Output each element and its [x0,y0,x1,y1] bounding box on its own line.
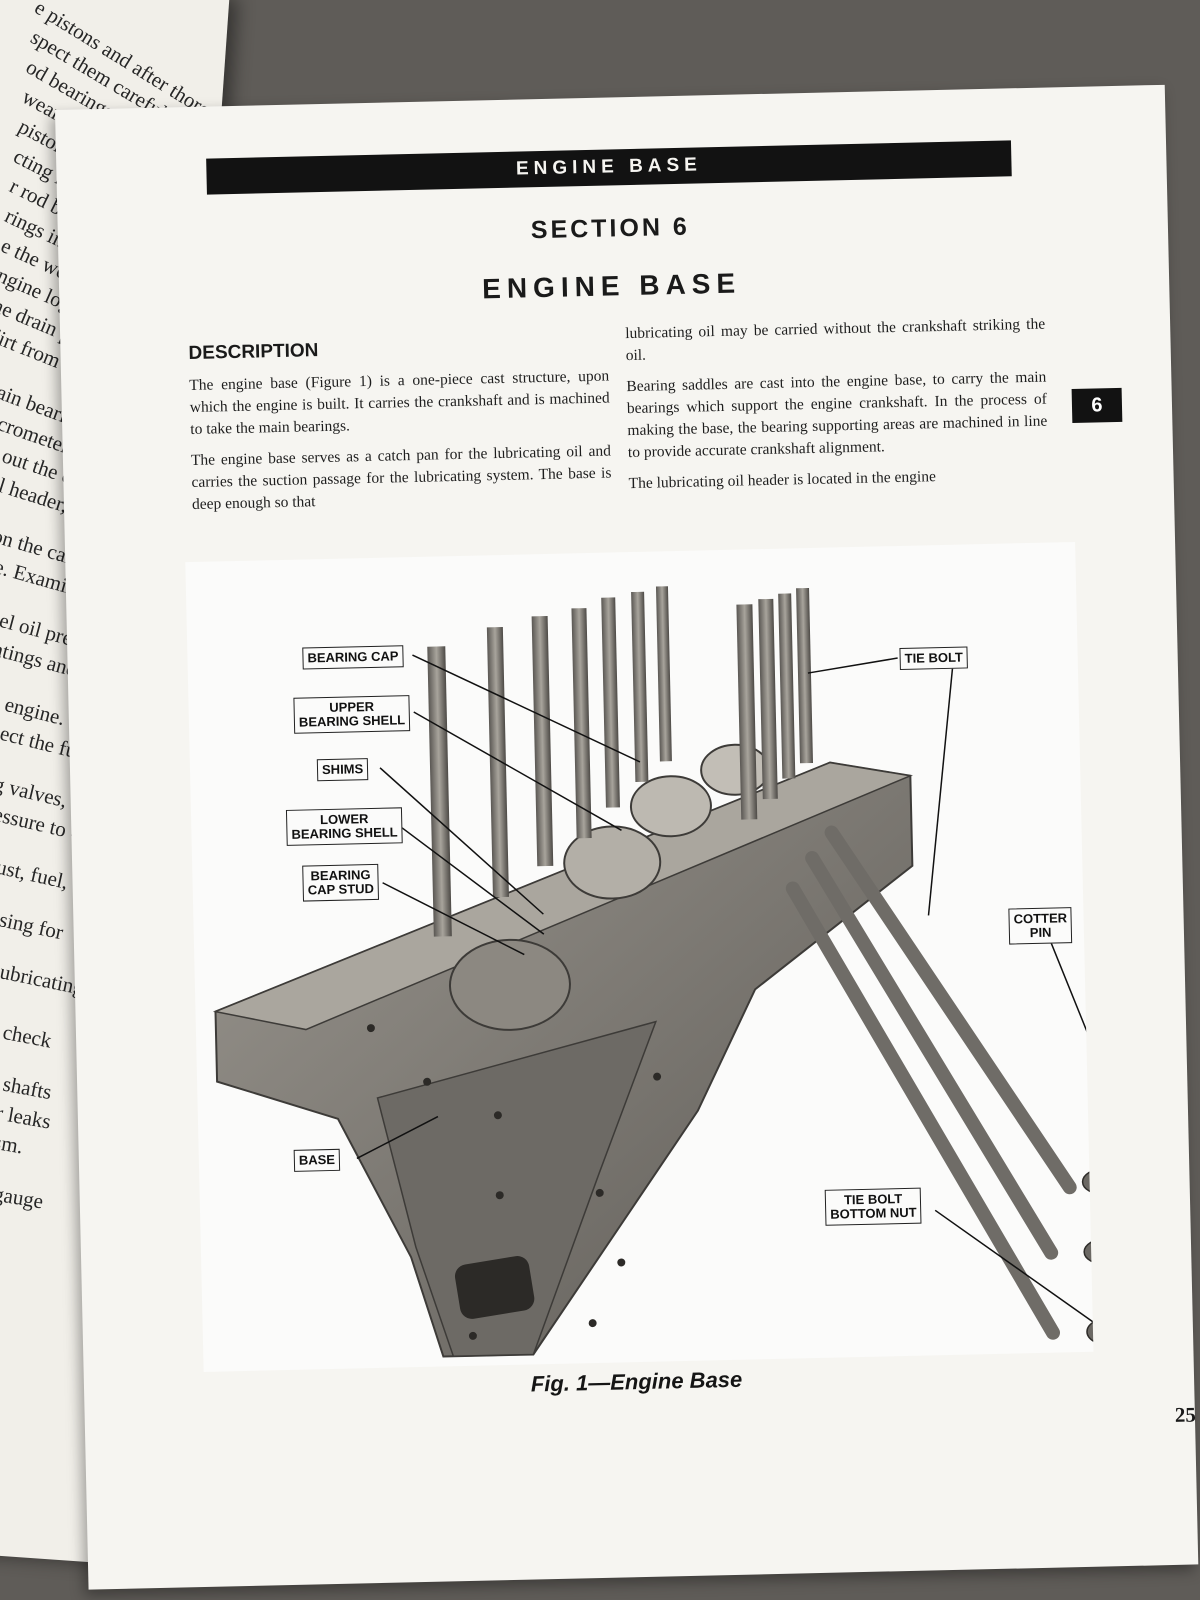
description-heading: DESCRIPTION [188,340,319,365]
description-left-column: The engine base (Figure 1) is a one-piec… [189,365,612,524]
engine-base-figure: BEARING CAP UPPER BEARING SHELL SHIMS LO… [185,541,1094,1372]
sump-opening [454,1256,535,1319]
paragraph: The lubricating oil header is located in… [628,468,937,493]
left-page-line: ain housing for [0,894,66,945]
paragraph: The engine base serves as a catch pan fo… [190,442,612,513]
tie-bolts [785,825,1077,1340]
callout-lower-bearing-shell: LOWER BEARING SHELL [285,807,403,846]
bearing-saddles [448,743,771,1031]
paragraph: Bearing saddles are cast into the engine… [626,368,1048,462]
callout-tie-bolt-bottom-nut: TIE BOLT BOTTOM NUT [824,1187,922,1226]
left-page-line: oler and check [0,1006,54,1053]
sump-housing [376,1020,658,1358]
left-page-line: llers and shafts [0,1058,54,1105]
callout-cotter-pin: COTTER PIN [1008,907,1073,945]
leader-lines [356,654,1094,1323]
section-header-bar: ENGINE BASE [206,140,1012,195]
callout-shims: SHIMS [316,758,369,782]
callout-bearing-cap-stud: BEARING CAP STUD [302,863,380,902]
left-page-line: ating oil gauge [0,1170,46,1214]
base-bolt-holes [366,1024,662,1340]
vertical-studs [427,586,814,937]
page-number: 25 [1174,1402,1197,1427]
paragraph: lubricating oil may be carried without t… [625,315,1046,365]
callout-upper-bearing-shell: UPPER BEARING SHELL [293,695,411,734]
callout-tie-bolt: TIE BOLT [899,646,969,670]
section-side-tab: 6 [1071,387,1123,423]
engine-base-illustration [212,586,1094,1358]
callout-base: BASE [293,1148,341,1172]
section-title: ENGINE BASE [481,267,742,305]
callout-bearing-cap: BEARING CAP [302,645,404,670]
paragraph: The engine base (Figure 1) is a one-piec… [189,367,610,439]
tie-bolt-bottom-nuts [1081,1167,1094,1347]
right-page: ENGINE BASE SECTION 6 ENGINE BASE 6 DESC… [55,84,1199,1590]
description-right-column: lubricating oil may be carried without t… [625,314,1049,504]
left-page-line: t, exhaust, fuel, [0,842,71,894]
section-number: SECTION 6 [530,212,691,245]
